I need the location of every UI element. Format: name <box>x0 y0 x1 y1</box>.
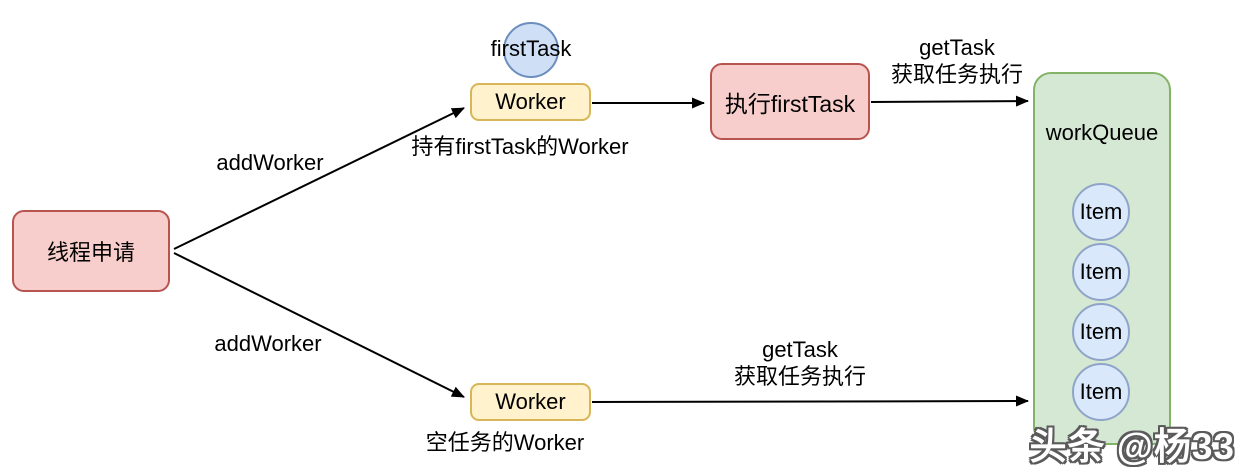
get-task-bottom-line2: 获取任务执行 <box>733 364 867 389</box>
worker-top-caption: 持有firstTask的Worker <box>411 134 629 159</box>
thread-request-node: 线程申请 <box>12 210 170 292</box>
worker-top-node: Worker <box>470 83 591 121</box>
get-task-bottom-label: getTask 获取任务执行 <box>734 336 866 390</box>
get-task-top-line1: getTask <box>919 35 995 60</box>
worker-bottom-caption: 空任务的Worker <box>425 430 585 455</box>
arrow-worker-to-queue <box>591 395 1029 407</box>
queue-item: Item <box>1072 243 1130 301</box>
queue-item: Item <box>1072 363 1130 421</box>
arrow-execute-to-queue <box>870 95 1029 107</box>
queue-item: Item <box>1072 183 1130 241</box>
arrow-add-worker-top <box>173 107 465 250</box>
add-worker-top-label: addWorker <box>216 150 324 175</box>
get-task-top-label: getTask 获取任务执行 <box>891 34 1023 88</box>
work-queue-title: workQueue <box>1045 120 1159 145</box>
get-task-top-line2: 获取任务执行 <box>890 62 1024 87</box>
first-task-label: firstTask <box>490 36 572 61</box>
get-task-bottom-line1: getTask <box>762 337 838 362</box>
arrow-add-worker-bottom <box>173 252 465 398</box>
execute-first-task-node: 执行firstTask <box>710 63 870 140</box>
queue-item: Item <box>1072 303 1130 361</box>
add-worker-bottom-label: addWorker <box>214 331 322 356</box>
worker-bottom-node: Worker <box>470 383 591 421</box>
first-task-circle <box>503 22 559 78</box>
watermark: 头条 @杨33 <box>1029 426 1235 467</box>
